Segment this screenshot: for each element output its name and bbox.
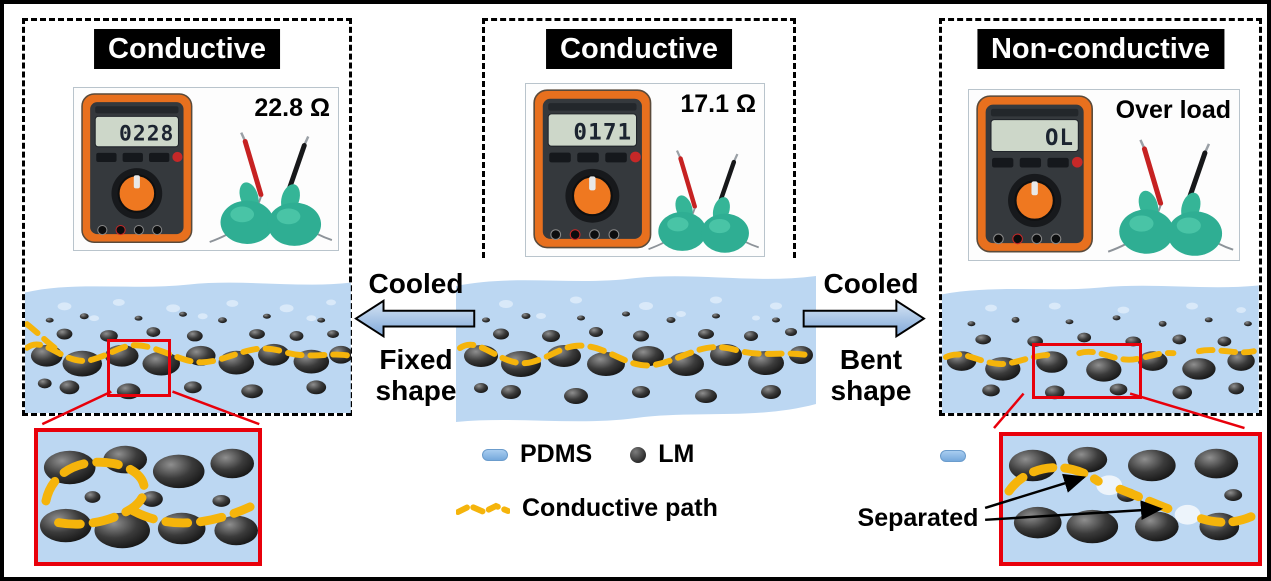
panel-conductive-fixed-shape: Conductive 0228	[22, 18, 352, 416]
multimeter-photo: 0228	[73, 87, 339, 251]
conductive-path-line	[457, 341, 815, 369]
transition-label-bent-shape: Bent shape	[830, 344, 912, 407]
legend-row-materials: PDMS LM	[482, 440, 694, 469]
lcd-readout: OL	[1045, 125, 1074, 151]
gloved-hands-with-probes	[209, 132, 333, 247]
conductive-path-segment	[942, 351, 1055, 367]
lcd-readout: 0171	[573, 120, 632, 146]
zoom-source-rect	[107, 339, 171, 397]
legend-lm-label: LM	[658, 440, 695, 468]
panel-title: Non-conductive	[976, 29, 1225, 70]
conductive-path-segment	[1196, 512, 1256, 527]
conductive-path-swatch-icon	[456, 502, 510, 515]
gloved-hands-with-probes	[1107, 139, 1234, 256]
pdms-lm-illustration	[25, 282, 351, 413]
multimeter-icon: 0171	[533, 89, 652, 249]
zoom-connected-illustration	[38, 432, 258, 562]
transition-label-fixed-shape: Fixed shape	[375, 344, 457, 407]
zoom-inset-separated	[999, 432, 1262, 566]
resistance-reading: 17.1 Ω	[680, 90, 756, 118]
zoom-inset-connected	[34, 428, 262, 566]
pdms-chip-icon	[940, 450, 966, 462]
legend-pdms-label: PDMS	[520, 440, 593, 468]
transition-label-cooled-right: Cooled	[823, 268, 919, 299]
lm-dot-icon	[630, 446, 647, 463]
lcd-readout: 0228	[119, 122, 174, 147]
panel-title: Conductive	[546, 29, 732, 70]
panel-title: Conductive	[94, 29, 280, 70]
resistance-reading: Over load	[1115, 96, 1231, 124]
panel-conductive-initial: Conductive 0171	[482, 18, 796, 258]
legend-conductive-path-label: Conductive path	[522, 494, 718, 522]
zoom-source-rect	[1032, 343, 1142, 399]
gloved-hands-with-probes	[647, 149, 759, 253]
legend-row-path: Conductive path	[456, 494, 718, 523]
multimeter-icon: OL	[976, 95, 1093, 253]
conductive-path-line	[41, 457, 149, 529]
conductive-path-segment	[1195, 347, 1257, 356]
conductive-path-line	[128, 502, 255, 528]
pdms-lm-illustration	[942, 285, 1259, 413]
conductive-path-segment	[1076, 349, 1177, 363]
block-arrow-right-icon	[802, 299, 926, 339]
separated-annotation: Separated	[857, 504, 979, 532]
multimeter-photo: 0171	[525, 83, 765, 257]
transition-label-cooled-left: Cooled	[368, 268, 464, 299]
multimeter-icon: 0228	[81, 93, 193, 243]
pdms-swatch-icon	[482, 448, 508, 461]
multimeter-photo: OL	[968, 89, 1240, 261]
zoom-separated-illustration	[1003, 436, 1258, 562]
pdms-lm-illustration	[456, 276, 816, 422]
panel-non-conductive-bent-shape: Non-conductive OL	[939, 18, 1262, 416]
conductive-path-branch	[25, 321, 58, 351]
conductive-path-line	[25, 341, 351, 366]
resistance-reading: 22.8 Ω	[254, 94, 330, 122]
